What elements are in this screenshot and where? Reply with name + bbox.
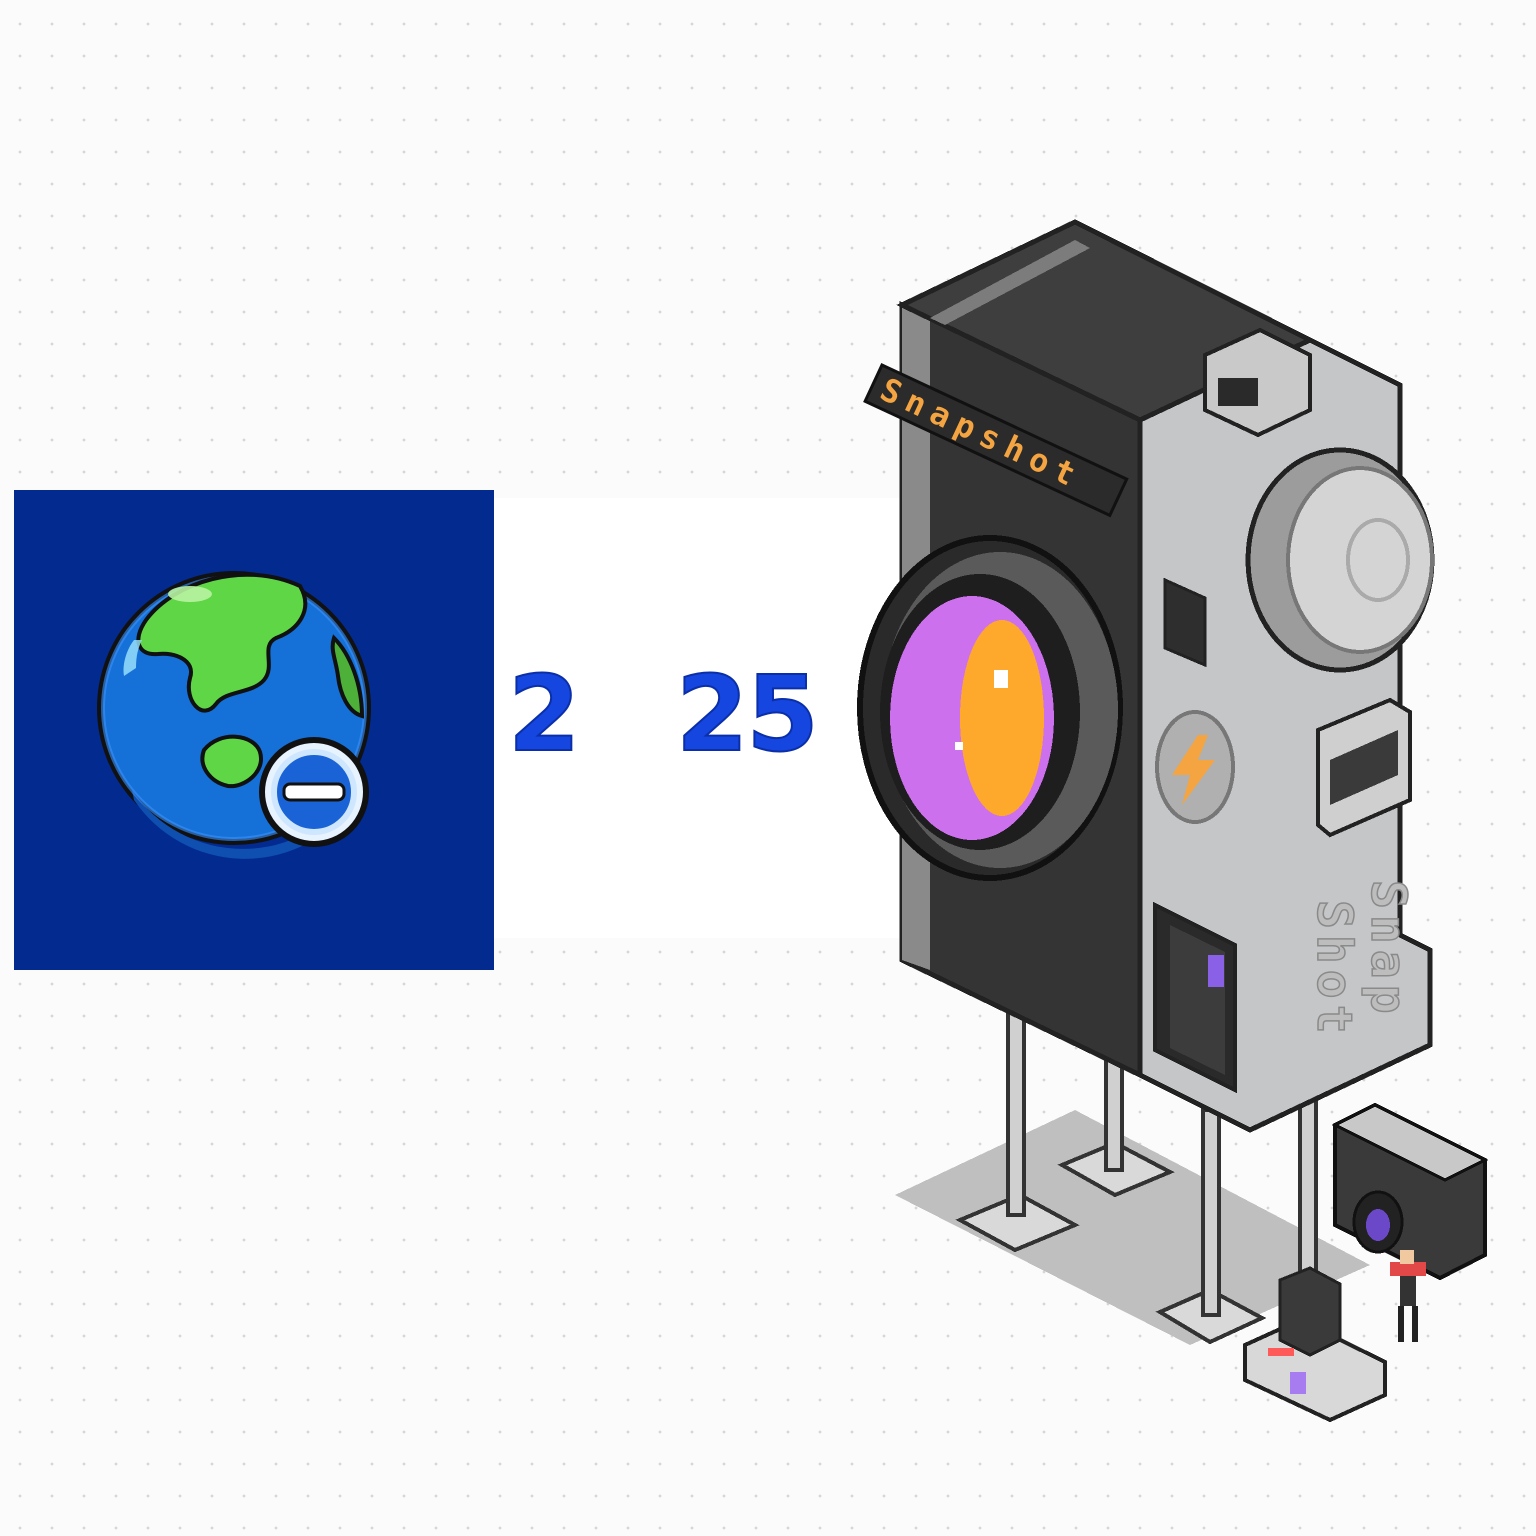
numeral-left: 2	[507, 653, 581, 775]
side-label-line2: Shot	[1306, 900, 1362, 1040]
camera-building: Snapshot Snap Shot	[857, 219, 1489, 1423]
camera-icon	[1331, 1102, 1489, 1281]
leg	[1006, 1008, 1026, 1217]
leg	[1201, 1108, 1221, 1317]
lightning-icon	[1172, 735, 1215, 805]
globe-tile	[14, 490, 494, 970]
numeral-right: 25	[675, 653, 820, 775]
white-backdrop	[494, 498, 914, 938]
leg	[1298, 1098, 1318, 1282]
globe-icon	[97, 571, 371, 859]
side-label-line1: Snap	[1360, 880, 1416, 1020]
camera-lens	[857, 535, 1123, 881]
leg	[1104, 1058, 1124, 1172]
person-icon	[1390, 1250, 1426, 1342]
minus-badge-icon	[259, 737, 369, 847]
